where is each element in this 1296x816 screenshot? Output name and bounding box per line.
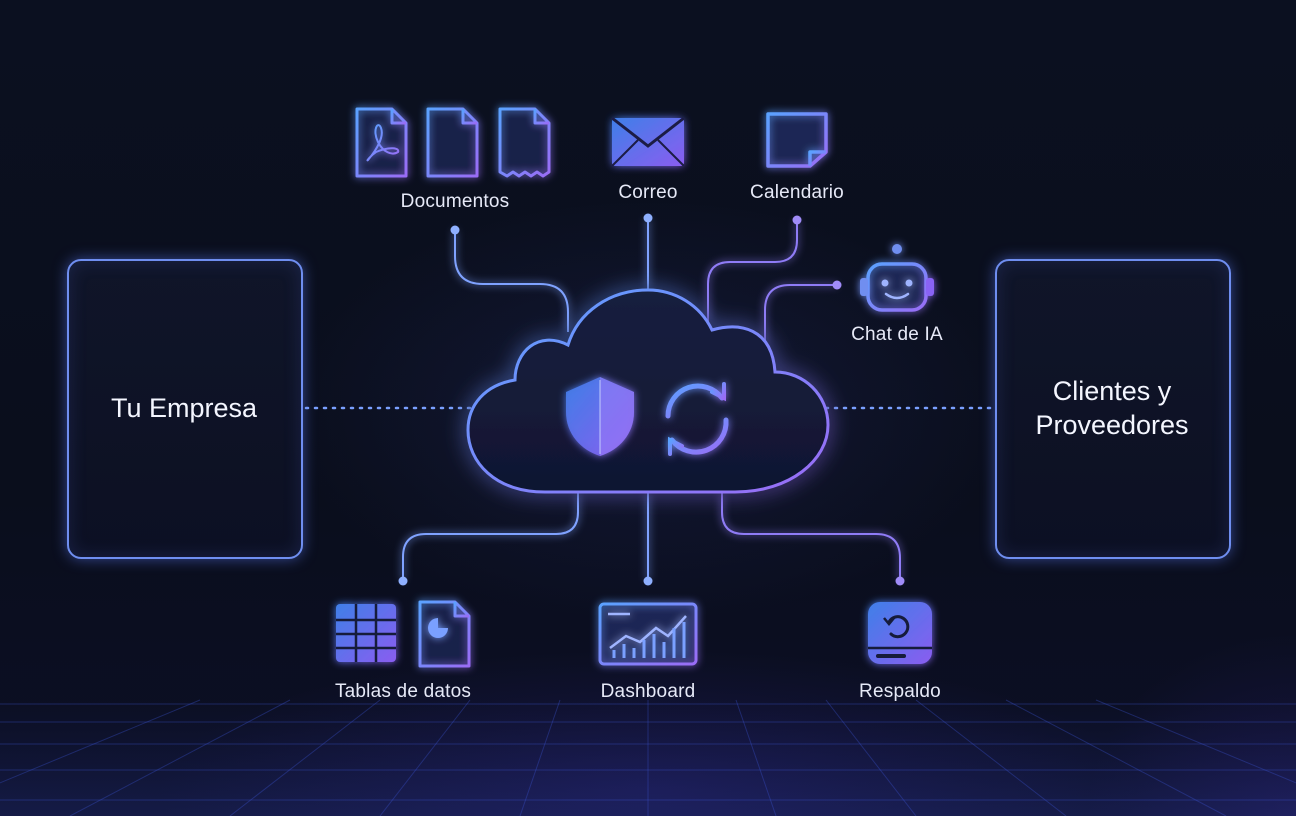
right-panel-line2: Proveedores bbox=[1035, 410, 1189, 440]
left-panel-title: Tu Empresa bbox=[111, 391, 257, 425]
connectors bbox=[402, 218, 901, 580]
backup-drive-icon bbox=[868, 602, 932, 664]
cloud-shape bbox=[466, 288, 830, 494]
connector-calendario bbox=[707, 220, 798, 322]
connector-chat bbox=[764, 284, 837, 345]
right-panel-title: Clientes y Proveedores bbox=[1035, 374, 1188, 442]
tablas-icons bbox=[336, 600, 471, 668]
mail-icon bbox=[611, 116, 685, 167]
dot-chat bbox=[832, 280, 842, 290]
right-panel-line1: Clientes y bbox=[1052, 376, 1172, 406]
connector-tablas bbox=[402, 492, 579, 580]
table-grid-icon bbox=[336, 604, 396, 662]
pdf-file-icon bbox=[355, 107, 408, 178]
cloud bbox=[466, 288, 830, 494]
documentos-icons bbox=[355, 107, 551, 178]
connector-respaldo bbox=[721, 492, 901, 580]
left-panel bbox=[67, 259, 303, 559]
floor-glow bbox=[0, 700, 1296, 816]
shield-icon bbox=[566, 377, 634, 456]
dot-documentos bbox=[450, 225, 460, 235]
calendar-icon bbox=[766, 106, 828, 168]
dot-correo bbox=[643, 213, 653, 223]
dot-calendario bbox=[792, 215, 802, 225]
right-panel bbox=[995, 259, 1231, 559]
correo-label: Correo bbox=[618, 182, 678, 203]
tablas-label: Tablas de datos bbox=[334, 681, 472, 702]
dot-respaldo bbox=[895, 576, 905, 586]
dot-tablas bbox=[398, 576, 408, 586]
chat-ia-label: Chat de IA bbox=[851, 324, 943, 345]
report-file-icon bbox=[418, 600, 471, 668]
respaldo-label: Respaldo bbox=[859, 681, 941, 702]
calendario-label: Calendario bbox=[750, 182, 844, 203]
documentos-label: Documentos bbox=[400, 191, 510, 212]
connector-documentos bbox=[454, 230, 569, 332]
dashboard-icon bbox=[598, 602, 698, 666]
dashboard-label: Dashboard bbox=[600, 681, 696, 702]
dot-dashboard bbox=[643, 576, 653, 586]
left-panel-label: Tu Empresa bbox=[110, 393, 258, 423]
text-file-icon bbox=[426, 107, 479, 178]
connector-dots bbox=[398, 213, 905, 586]
robot-icon bbox=[860, 244, 934, 312]
sync-icon bbox=[665, 382, 729, 456]
receipt-file-icon bbox=[498, 107, 551, 178]
